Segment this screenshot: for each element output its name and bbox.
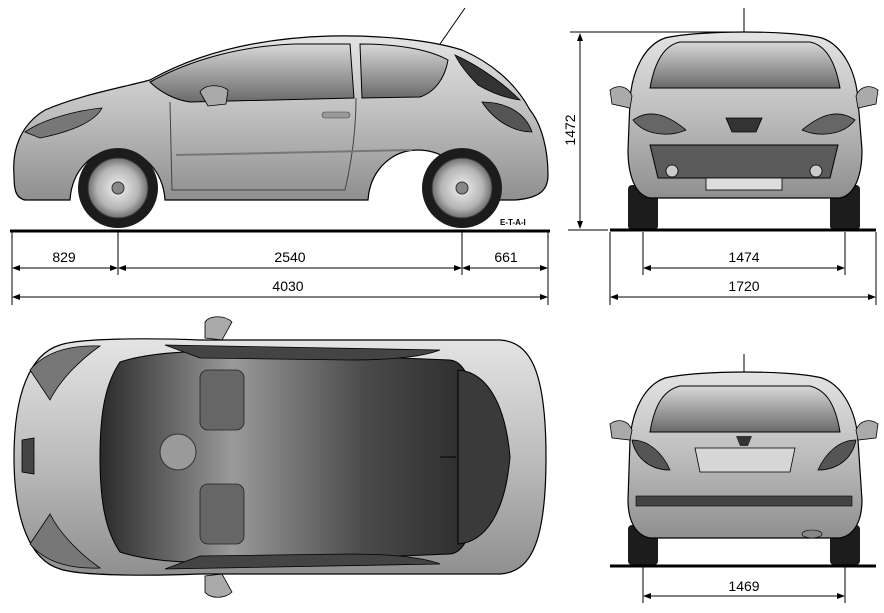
top-front-badge xyxy=(21,437,35,475)
front-left-mirror xyxy=(609,86,633,109)
front-left-headlight xyxy=(632,113,687,135)
door-handle xyxy=(321,111,351,119)
rear-view-car xyxy=(609,354,879,565)
top-right-window xyxy=(164,553,441,570)
height-label: 1472 xyxy=(562,114,578,145)
front-side-window xyxy=(149,43,355,103)
rear-badge xyxy=(736,436,752,446)
top-left-window xyxy=(164,344,441,361)
side-mirror xyxy=(199,85,229,107)
front-wheel xyxy=(78,148,158,228)
front-view-car xyxy=(609,8,879,230)
exhaust-pipe xyxy=(801,529,823,539)
steering-wheel xyxy=(159,433,197,471)
front-plate xyxy=(705,177,783,191)
left-seat xyxy=(199,369,245,431)
rear-quarter-glass xyxy=(454,54,522,101)
rear-dimensions xyxy=(642,567,846,603)
front-track-label: 1474 xyxy=(728,249,759,265)
rear-wheel xyxy=(422,148,502,228)
windscreen xyxy=(649,41,841,89)
right-seat xyxy=(199,483,245,545)
side-headlight xyxy=(24,107,103,139)
front-grille xyxy=(649,144,839,179)
rear-overhang-label: 661 xyxy=(494,249,518,265)
front-dimensions xyxy=(568,31,877,305)
rear-side-window xyxy=(359,43,449,99)
rear-right-mirror xyxy=(855,420,879,441)
side-view-car xyxy=(13,7,549,228)
rear-right-taillight xyxy=(817,439,857,471)
body-crease xyxy=(175,149,413,156)
rear-window xyxy=(649,385,841,433)
top-right-headlight xyxy=(29,513,102,569)
wheelbase-label: 2540 xyxy=(274,249,305,265)
top-glass-roof xyxy=(99,350,479,564)
rear-bumper-strip xyxy=(635,495,853,507)
rear-left-taillight xyxy=(631,439,671,471)
rear-left-mirror xyxy=(609,420,633,441)
door-outline xyxy=(169,97,357,191)
front-left-foglight xyxy=(665,164,679,178)
overall-length-label: 4030 xyxy=(272,278,303,294)
top-left-headlight xyxy=(29,345,102,401)
front-right-mirror xyxy=(855,86,879,109)
front-overhang-label: 829 xyxy=(52,249,76,265)
front-right-headlight xyxy=(801,113,856,135)
antenna xyxy=(439,7,466,45)
overall-width-label: 1720 xyxy=(728,278,759,294)
top-left-mirror xyxy=(204,316,233,341)
top-view-car xyxy=(13,316,547,598)
front-badge xyxy=(725,117,763,133)
rear-track-label: 1469 xyxy=(728,578,759,594)
front-right-foglight xyxy=(809,164,823,178)
rear-screen xyxy=(457,369,511,545)
top-right-mirror xyxy=(204,573,233,598)
rear-plate-recess xyxy=(694,447,796,473)
side-taillight xyxy=(481,101,533,133)
side-dimensions xyxy=(11,232,549,305)
credit-mark: E-T-A-I xyxy=(500,218,526,227)
